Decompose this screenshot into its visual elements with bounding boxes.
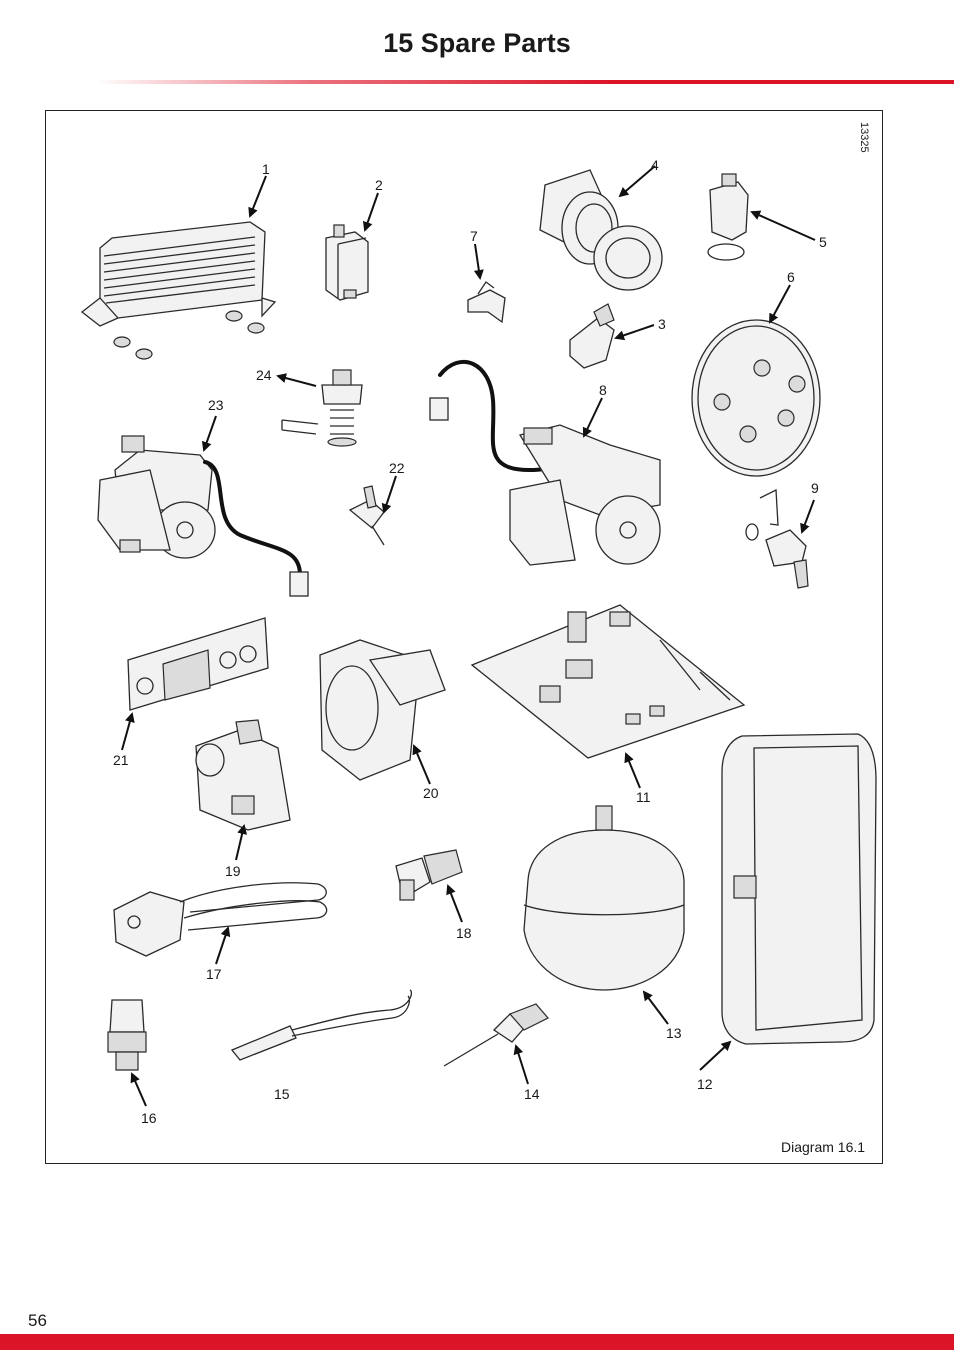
label-part-4: 4 <box>651 157 659 173</box>
diagram-caption: Diagram 16.1 <box>781 1139 866 1155</box>
part-19-gas-valve <box>195 719 291 831</box>
part-6-cover-plate <box>691 319 821 477</box>
label-part-21: 21 <box>113 752 129 768</box>
label-part-18: 18 <box>456 925 472 941</box>
label-part-6: 6 <box>787 269 795 285</box>
part-16-pressure-switch <box>107 999 147 1071</box>
label-part-12: 12 <box>697 1076 713 1092</box>
part-17-heater <box>113 882 328 957</box>
part-13-pressure-vessel <box>523 805 685 991</box>
part-7-clip <box>467 281 506 324</box>
title-rule <box>95 80 954 84</box>
label-part-14: 14 <box>524 1086 540 1102</box>
callout-arrows <box>121 165 816 1107</box>
label-part-2: 2 <box>375 177 383 193</box>
label-part-23: 23 <box>208 397 224 413</box>
label-part-24: 24 <box>256 367 272 383</box>
part-14-probe <box>443 1003 549 1067</box>
footer-bar <box>0 1334 954 1350</box>
label-part-11: 11 <box>636 789 651 805</box>
label-part-19: 19 <box>225 863 241 879</box>
part-18-relief-valve <box>395 849 463 901</box>
label-part-15: 15 <box>274 1086 290 1102</box>
label-part-13: 13 <box>666 1025 682 1041</box>
part-21-control-panel <box>127 617 269 711</box>
label-part-3: 3 <box>658 316 666 332</box>
part-11-pcb <box>470 604 746 759</box>
part-8-pump-assembly <box>429 359 661 566</box>
page-title: 15 Spare Parts <box>383 28 571 58</box>
label-part-17: 17 <box>206 966 222 982</box>
part-9-drain-valve <box>745 488 809 589</box>
part-23-pump <box>97 435 309 597</box>
label-part-22: 22 <box>389 460 405 476</box>
label-part-8: 8 <box>599 382 607 398</box>
diagram-frame <box>45 110 883 1164</box>
part-5-air-vent <box>707 173 749 261</box>
label-part-20: 20 <box>423 785 439 801</box>
part-1-heat-exchanger <box>80 221 277 360</box>
part-4-burner <box>539 169 663 291</box>
label-part-16: 16 <box>141 1110 157 1126</box>
label-part-7: 7 <box>470 228 478 244</box>
part-20-fan <box>319 639 446 781</box>
part-labels: 1 2 3 4 5 6 7 8 9 11 12 13 14 15 16 17 1… <box>113 157 827 1126</box>
label-part-9: 9 <box>811 480 819 496</box>
label-part-5: 5 <box>819 234 827 250</box>
label-part-1: 1 <box>262 161 270 177</box>
part-3-sensor <box>569 303 615 369</box>
page-number: 56 <box>28 1311 47 1330</box>
part-12-expansion-vessel <box>721 733 877 1045</box>
part-24-cartridge <box>281 369 363 447</box>
part-15-temperature-sensor <box>230 989 413 1061</box>
part-22-sensor <box>348 485 385 546</box>
part-2-ignition-unit <box>325 224 369 301</box>
diagram-reference-number: 13325 <box>858 122 870 153</box>
